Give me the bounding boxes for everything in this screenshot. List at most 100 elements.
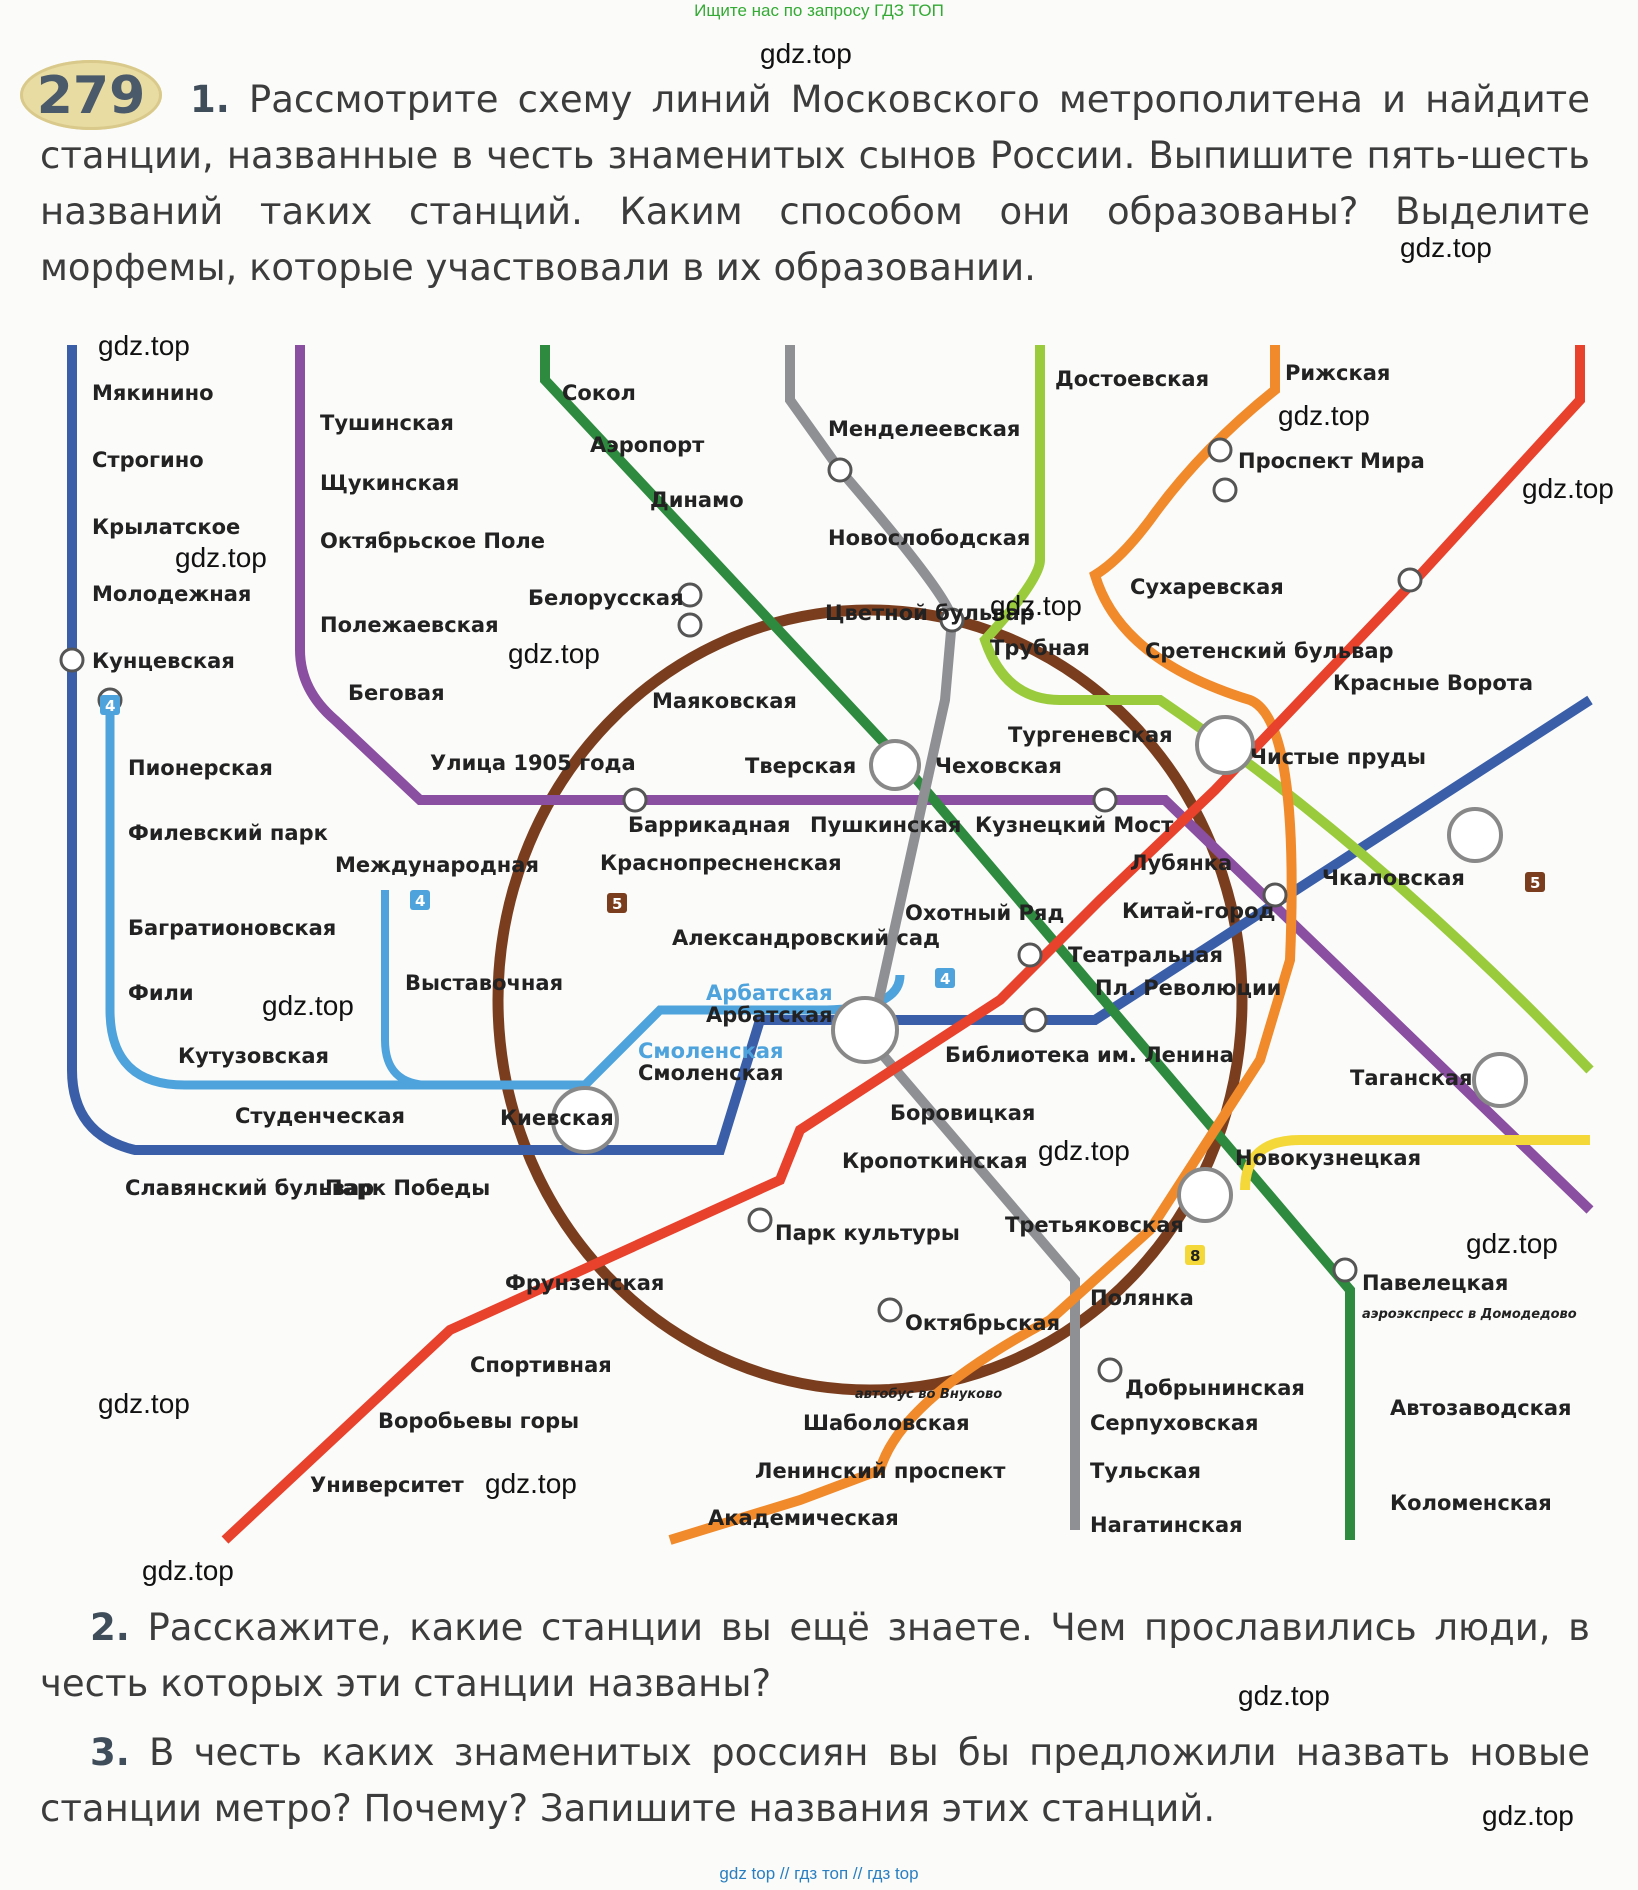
watermark: gdz.top: [1522, 473, 1614, 504]
station-label: Коломенская: [1390, 1491, 1552, 1515]
station-belorusskaya: [677, 582, 703, 608]
station-krasnye-vorota: [1397, 567, 1423, 593]
station-label: Парк Победы: [325, 1176, 490, 1200]
task-1-text: Рассмотрите схему линий Московского метр…: [40, 78, 1590, 289]
interchange-taganskaya: [1472, 1052, 1528, 1108]
watermark: gdz.top: [1400, 232, 1492, 263]
station-label: Белорусская: [528, 586, 684, 610]
station-label: Щукинская: [320, 471, 459, 495]
station-label: Филевский парк: [128, 821, 328, 845]
watermark: gdz.top: [1482, 1800, 1574, 1831]
line-number-badge: 8: [1190, 1247, 1200, 1265]
station-label: Арбатская: [706, 1003, 833, 1027]
station-label: Аэропорт: [590, 433, 705, 457]
watermark: gdz.top: [262, 990, 354, 1021]
station-label: Цветной бульвар: [825, 601, 1035, 625]
ring-line: [492, 604, 1248, 1396]
station-barrikadnaya: [622, 787, 648, 813]
station-label: Октябрьская: [905, 1311, 1060, 1335]
interchange-pushkinskaya: [869, 739, 921, 791]
station-teatralnaya: [1017, 942, 1043, 968]
station-label: Добрынинская: [1125, 1376, 1305, 1400]
station-label: Пионерская: [128, 756, 273, 780]
task-2: 2. Расскажите, какие станции вы ещё знае…: [40, 1600, 1590, 1712]
station-label: Смоленская: [638, 1039, 784, 1063]
station-label: Новослободская: [828, 526, 1030, 550]
station-label: Краснопресненская: [600, 851, 842, 875]
station-label: Пушкинская: [810, 813, 961, 837]
station-label: Проспект Мира: [1238, 449, 1425, 473]
station-label: Серпуховская: [1090, 1411, 1259, 1435]
station-label: Тверская: [745, 754, 856, 778]
grey-line: [785, 345, 1080, 1530]
station-label: Парк культуры: [775, 1221, 960, 1245]
station-label: Улица 1905 года: [430, 751, 636, 775]
station-label: Красные Ворота: [1333, 671, 1533, 695]
station-label: Тургеневская: [1008, 723, 1173, 747]
task-3-text: В честь каких знаменитых россиян вы бы п…: [40, 1731, 1590, 1830]
interchange-novokuznetskaya: [1177, 1167, 1233, 1223]
station-label: Рижская: [1285, 361, 1390, 385]
green-line: [540, 345, 1355, 1540]
station-label: Молодежная: [92, 582, 251, 606]
station-novoslobodskaya: [827, 457, 853, 483]
station-label: Охотный Ряд: [905, 901, 1064, 925]
task-1: 1. Рассмотрите схему линий Московского м…: [40, 72, 1590, 296]
station-label: Сокол: [562, 381, 636, 405]
station-okhotny-ryad: [1022, 1007, 1048, 1033]
station-label: Сретенский бульвар: [1145, 639, 1394, 663]
station-label: Сухаревская: [1130, 575, 1284, 599]
interchange-chistye-prudy: [1195, 715, 1255, 775]
station-label: Чкаловская: [1322, 866, 1465, 890]
interchange-kurskaya: [1447, 807, 1503, 863]
watermark: gdz.top: [1278, 400, 1370, 431]
watermark: gdz.top: [175, 542, 267, 573]
station-label: Библиотека им. Ленина: [945, 1043, 1234, 1067]
station-label: Театральная: [1068, 943, 1223, 967]
station-label: Фили: [128, 981, 194, 1005]
watermark: gdz.top: [1466, 1228, 1558, 1259]
station-label: Маяковская: [652, 689, 797, 713]
line-number-badge: 5: [612, 895, 622, 913]
dark-blue-line: [67, 345, 1593, 1155]
station-oktyabrskaya: [877, 1297, 903, 1323]
line-number-badge: 4: [940, 970, 950, 988]
station-label: Чистые пруды: [1250, 745, 1426, 769]
station-prospekt-mira: [1207, 437, 1233, 463]
station-label: Динамо: [650, 488, 744, 512]
station-label: Тушинская: [320, 411, 454, 435]
station-label: Третьяковская: [1005, 1213, 1184, 1237]
station-label: Октябрьское Поле: [320, 529, 545, 553]
yellow-line: [1240, 1135, 1590, 1191]
station-label: Трубная: [990, 636, 1090, 660]
station-label: Таганская: [1350, 1066, 1473, 1090]
purple-line: [295, 345, 1594, 1214]
station-label: Академическая: [708, 1506, 899, 1530]
light-green-line: [979, 345, 1594, 1074]
station-kuntsevskaya: [59, 647, 85, 673]
station-label: Крылатское: [92, 515, 240, 539]
station-label: Студенческая: [235, 1104, 405, 1128]
station-kitay-gorod: [1262, 882, 1288, 908]
station-label: Лубянка: [1130, 851, 1232, 875]
station-tsvetnoy: [939, 607, 965, 633]
line-number-badge: 4: [105, 697, 115, 715]
light-blue-line: [105, 690, 905, 1090]
station-prospekt-mira-2: [1212, 477, 1238, 503]
station-paveletskaya: [1332, 1257, 1358, 1283]
red-line: [221, 345, 1585, 1544]
station-park-kultury: [747, 1207, 773, 1233]
station-label: Пл. Революции: [1095, 976, 1281, 1000]
interchange-arbatskaya: [831, 996, 899, 1064]
station-label: Кропоткинская: [842, 1149, 1028, 1173]
watermark: gdz.top: [990, 590, 1082, 621]
top-banner: Ищите нас по запросу ГДЗ ТОП: [694, 1, 944, 20]
station-label: Университет: [310, 1473, 465, 1497]
light-blue-branch: [381, 890, 431, 1089]
station-label: Полежаевская: [320, 613, 499, 637]
station-label: Автозаводская: [1390, 1396, 1572, 1420]
station-label: Кунцевская: [92, 649, 235, 673]
station-label: Славянский бульвар: [125, 1176, 374, 1200]
watermark: gdz.top: [1238, 1680, 1330, 1711]
task-2-text: Расскажите, какие станции вы ещё знаете.…: [40, 1606, 1590, 1705]
